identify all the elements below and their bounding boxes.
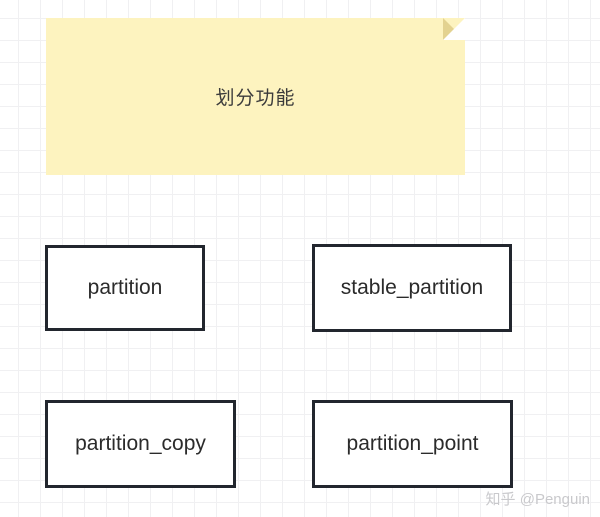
sticky-note-label: 划分功能 [215,88,296,109]
node-partition-point[interactable]: partition_point [312,400,513,488]
node-label: stable_partition [340,276,484,299]
node-label: partition_point [346,432,479,455]
node-partition[interactable]: partition [45,245,205,331]
watermark: 知乎 @Penguin [485,491,590,508]
node-partition-copy[interactable]: partition_copy [45,400,236,488]
node-label: partition [87,276,163,299]
node-stable-partition[interactable]: stable_partition [312,244,512,332]
sticky-note-partition-functions[interactable]: 划分功能 [46,18,465,175]
note-fold-mask-icon [443,18,465,40]
node-label: partition_copy [75,432,206,455]
